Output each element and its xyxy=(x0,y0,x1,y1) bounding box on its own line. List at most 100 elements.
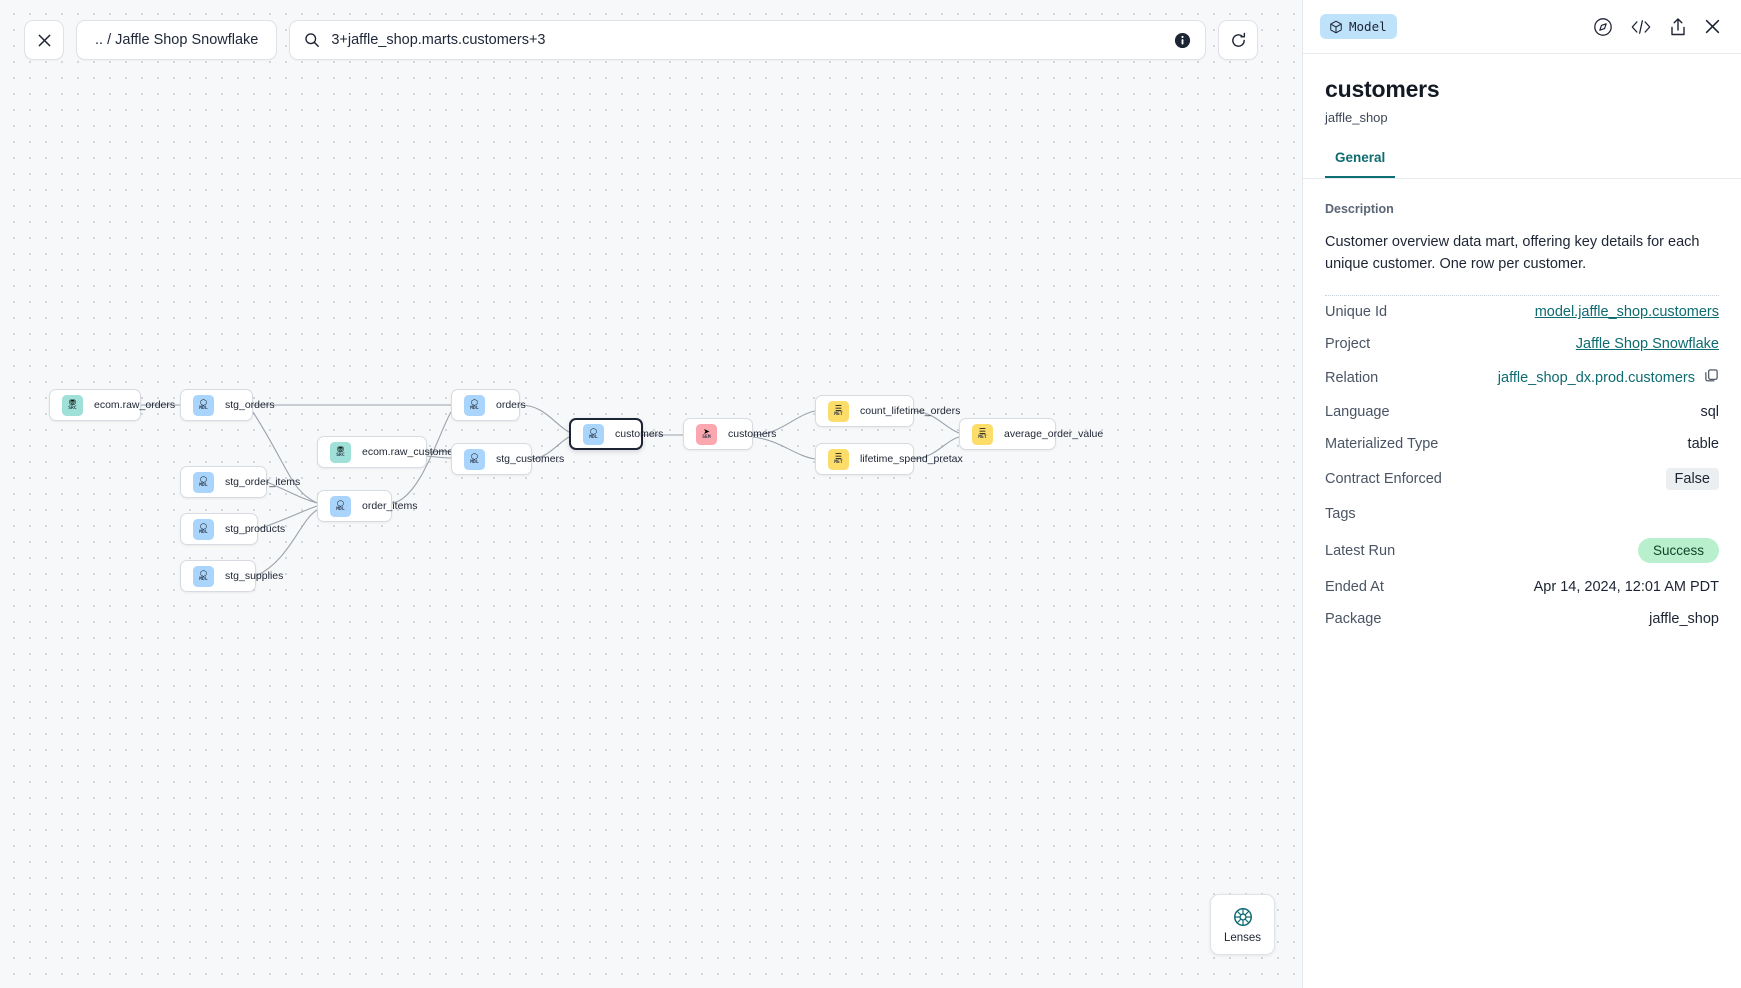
met-badge-icon: ☰MET xyxy=(828,448,849,470)
refresh-icon xyxy=(1232,32,1245,47)
cube-icon xyxy=(1330,20,1342,33)
field-key: Materialized Type xyxy=(1325,436,1439,453)
node-type-chip[interactable]: Model xyxy=(1320,14,1397,39)
field-key: Language xyxy=(1325,404,1390,421)
page-subtitle: jaffle_shop xyxy=(1325,110,1388,125)
field-link[interactable]: model.jaffle_shop.customers xyxy=(1534,304,1719,321)
details-panel: Model xyxy=(1302,0,1741,988)
close-lineage-button[interactable] xyxy=(24,20,64,60)
search-input[interactable] xyxy=(331,32,1164,48)
sem-badge-icon: ➤SEM xyxy=(696,423,717,445)
status-badge[interactable]: Success xyxy=(1637,538,1719,564)
lineage-node-label: stg_products xyxy=(225,523,286,535)
field-value: jaffle_shop xyxy=(1649,611,1719,628)
lineage-node-ecom-raw-customers[interactable]: ⛃SRC ecom.raw_customers xyxy=(317,436,462,468)
lenses-label: Lenses xyxy=(1223,931,1262,944)
field-link[interactable]: jaffle_shop_dx.prod.customers xyxy=(1497,370,1695,387)
lineage-node-stg-supplies[interactable]: ⬡MDL stg_supplies xyxy=(180,560,283,592)
mdl-badge-icon: ⬡MDL xyxy=(464,448,485,470)
field-key: Relation xyxy=(1325,370,1379,387)
panel-toolbar: Model xyxy=(1303,0,1741,54)
mdl-badge-icon: ⬡MDL xyxy=(330,495,351,517)
status-badge: False xyxy=(1665,468,1719,491)
lineage-canvas[interactable]: .. / Jaffle Shop Snowflake xyxy=(0,0,1302,988)
lineage-node-label: customers xyxy=(728,428,777,440)
tab-general[interactable]: General xyxy=(1325,150,1396,178)
field-value: table xyxy=(1687,436,1719,453)
lineage-node-label: count_lifetime_orders xyxy=(860,405,961,417)
lineage-node-customers-semantic[interactable]: ➤SEM customers xyxy=(683,418,776,450)
breadcrumb[interactable]: .. / Jaffle Shop Snowflake xyxy=(76,20,278,60)
lineage-node-label: stg_customers xyxy=(496,453,565,465)
divider xyxy=(1325,295,1719,297)
field-key: Contract Enforced xyxy=(1325,471,1442,488)
close-icon xyxy=(38,34,50,46)
lineage-node-orders[interactable]: ⬡MDL orders xyxy=(451,389,526,421)
field-link[interactable]: Jaffle Shop Snowflake xyxy=(1575,336,1719,353)
mdl-badge-icon: ⬡MDL xyxy=(464,394,485,416)
field-value: sql xyxy=(1700,404,1719,421)
src-badge-icon: ⛃SRC xyxy=(62,394,83,416)
lenses-button[interactable]: Lenses xyxy=(1210,894,1275,955)
lineage-node-label: stg_orders xyxy=(225,399,275,411)
description-label: Description xyxy=(1325,202,1394,216)
lineage-node-label: orders xyxy=(496,399,526,411)
lineage-node-order-items[interactable]: ⬡MDL order_items xyxy=(317,490,417,522)
explore-icon[interactable] xyxy=(1593,17,1613,37)
close-panel-icon[interactable] xyxy=(1704,18,1721,35)
mdl-badge-icon: ⬡MDL xyxy=(193,565,214,587)
lineage-node-label: stg_order_items xyxy=(225,476,301,488)
field-row: Package jaffle_shop xyxy=(1325,603,1719,635)
lineage-node-label: order_items xyxy=(362,500,418,512)
share-icon[interactable] xyxy=(1669,17,1687,37)
field-row: Materialized Type table xyxy=(1325,428,1719,460)
field-key: Ended At xyxy=(1325,579,1384,596)
lineage-node-count-lifetime-orders[interactable]: ☰MET count_lifetime_orders xyxy=(815,395,960,427)
lineage-edges xyxy=(141,404,960,577)
field-row: Contract Enforced False xyxy=(1325,460,1719,498)
src-badge-icon: ⛃SRC xyxy=(330,441,351,463)
lineage-node-label: stg_supplies xyxy=(225,570,284,582)
field-row: Project Jaffle Shop Snowflake xyxy=(1325,328,1719,360)
refresh-button[interactable] xyxy=(1218,20,1259,60)
field-row: Relation jaffle_shop_dx.prod.customers xyxy=(1325,360,1719,396)
copy-icon[interactable] xyxy=(1704,368,1719,388)
field-row: Tags xyxy=(1325,498,1719,530)
panel-tabs: General xyxy=(1303,150,1741,179)
lineage-node-label: average_order_value xyxy=(1004,428,1104,440)
field-key: Project xyxy=(1325,336,1371,353)
met-badge-icon: ☰MET xyxy=(828,400,849,422)
lenses-icon xyxy=(1233,907,1252,926)
lineage-node-label: ecom.raw_customers xyxy=(362,446,462,458)
field-key: Unique Id xyxy=(1325,304,1388,321)
node-type-label: Model xyxy=(1349,19,1387,34)
field-row: Language sql xyxy=(1325,396,1719,428)
panel-header: customers jaffle_shop xyxy=(1303,54,1741,125)
info-icon[interactable] xyxy=(1174,32,1191,49)
mdl-badge-icon: ⬡MDL xyxy=(193,394,214,416)
lineage-node-stg-orders[interactable]: ⬡MDL stg_orders xyxy=(180,389,275,421)
field-row: Ended At Apr 14, 2024, 12:01 AM PDT xyxy=(1325,571,1719,603)
description-text: Customer overview data mart, offering ke… xyxy=(1325,234,1700,273)
field-value-with-copy: jaffle_shop_dx.prod.customers xyxy=(1498,368,1719,388)
lineage-node-stg-customers[interactable]: ⬡MDL stg_customers xyxy=(451,443,564,475)
page-title: customers xyxy=(1325,76,1440,102)
lineage-node-ecom-raw-orders[interactable]: ⛃SRC ecom.raw_orders xyxy=(49,389,175,421)
search-box[interactable] xyxy=(289,20,1207,60)
field-value: Apr 14, 2024, 12:01 AM PDT xyxy=(1533,579,1719,596)
lineage-node-label: ecom.raw_orders xyxy=(94,399,176,411)
search-icon xyxy=(305,33,320,47)
panel-body: Description Customer overview data mart,… xyxy=(1303,179,1741,635)
panel-actions xyxy=(1593,17,1729,37)
lineage-node-label: customers xyxy=(615,428,664,440)
field-key: Package xyxy=(1325,611,1382,628)
code-icon[interactable] xyxy=(1630,18,1652,36)
field-row: Unique Id model.jaffle_shop.customers xyxy=(1325,296,1719,328)
